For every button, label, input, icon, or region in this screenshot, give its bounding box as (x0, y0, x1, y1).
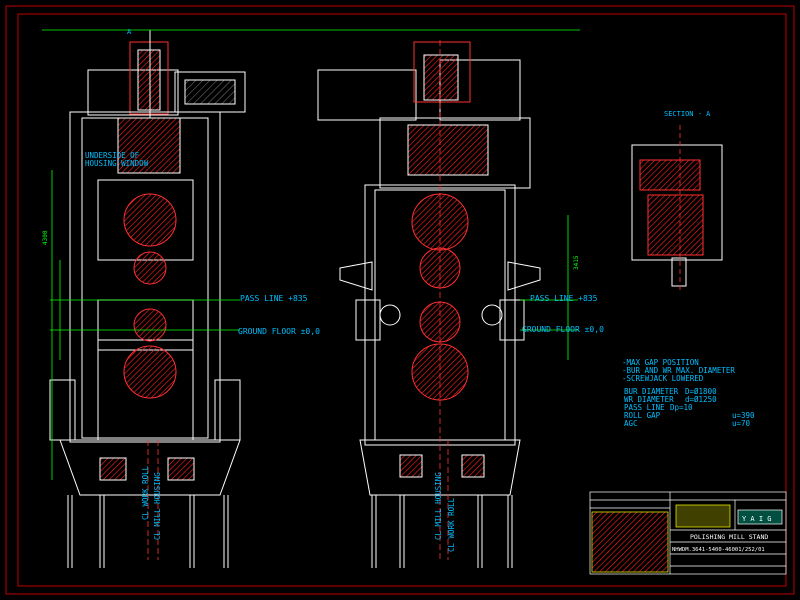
title-block (589, 491, 787, 575)
left-work-roll-bottom (133, 308, 167, 342)
section-marker-a: A (127, 28, 132, 36)
bur-diameter-label: BUR DIAMETER (624, 387, 679, 396)
wr-diameter-label: WR DIAMETER (624, 395, 674, 404)
agc-label: AGC (624, 419, 638, 428)
left-backup-roll-top (123, 193, 177, 247)
dim-vertical-right: 3415 (573, 255, 580, 270)
note-line-3: -SCREWJACK LOWERED (622, 374, 704, 383)
underside-label: UNDERSIDE OF (85, 151, 140, 160)
left-elevation-view (49, 30, 246, 568)
cl-mill-housing-left: CL MILL HOUSING (153, 472, 162, 540)
left-work-roll-top (133, 251, 167, 285)
note-line-1: -MAX GAP POSITION (622, 358, 699, 367)
roll-gap-label: ROLL GAP (624, 411, 661, 420)
note-line-2: -BUR AND WR MAX. DIAMETER (622, 366, 735, 375)
cl-work-roll-left: CL WORK ROLL (141, 465, 150, 520)
agc-value: u=70 (732, 419, 751, 428)
pass-line-note-value: Dp=10 (670, 403, 693, 412)
ground-floor-left: GROUND FLOOR ±0,0 (238, 327, 320, 336)
bur-diameter-value: D=Ø1800 (685, 387, 717, 396)
cl-mill-housing-right: CL MILL HOUSING (434, 472, 443, 540)
dimension-lines (42, 29, 580, 480)
housing-window-label: HOUSING WINDOW (85, 159, 149, 168)
pass-line-right: PASS LINE +835 (530, 294, 598, 303)
cl-work-roll-right: CL WORK ROLL (447, 497, 456, 552)
dim-vertical-left: 4300 (42, 230, 49, 245)
title-block-drawing-number: NHWDM.3641-5400-46001/252/01 (672, 547, 765, 553)
section-a-title: SECTION - A (664, 110, 711, 118)
title-block-title: POLISHING MILL STAND (690, 533, 768, 541)
section-a-view (631, 125, 723, 290)
notes-block: -MAX GAP POSITION -BUR AND WR MAX. DIAME… (622, 358, 755, 428)
ground-floor-right: GROUND FLOOR ±0,0 (522, 325, 604, 334)
pass-line-left: PASS LINE +835 (240, 294, 308, 303)
wr-diameter-value: d=Ø1250 (685, 395, 717, 404)
roll-gap-value: u=390 (732, 411, 755, 420)
title-block-logo: Y A I G (742, 515, 772, 523)
sheet-border-outer (5, 5, 795, 595)
center-elevation-view (317, 41, 541, 568)
sheet-border-inner (17, 13, 787, 587)
pass-line-note-label: PASS LINE (624, 403, 665, 412)
left-backup-roll-bottom (123, 345, 177, 399)
